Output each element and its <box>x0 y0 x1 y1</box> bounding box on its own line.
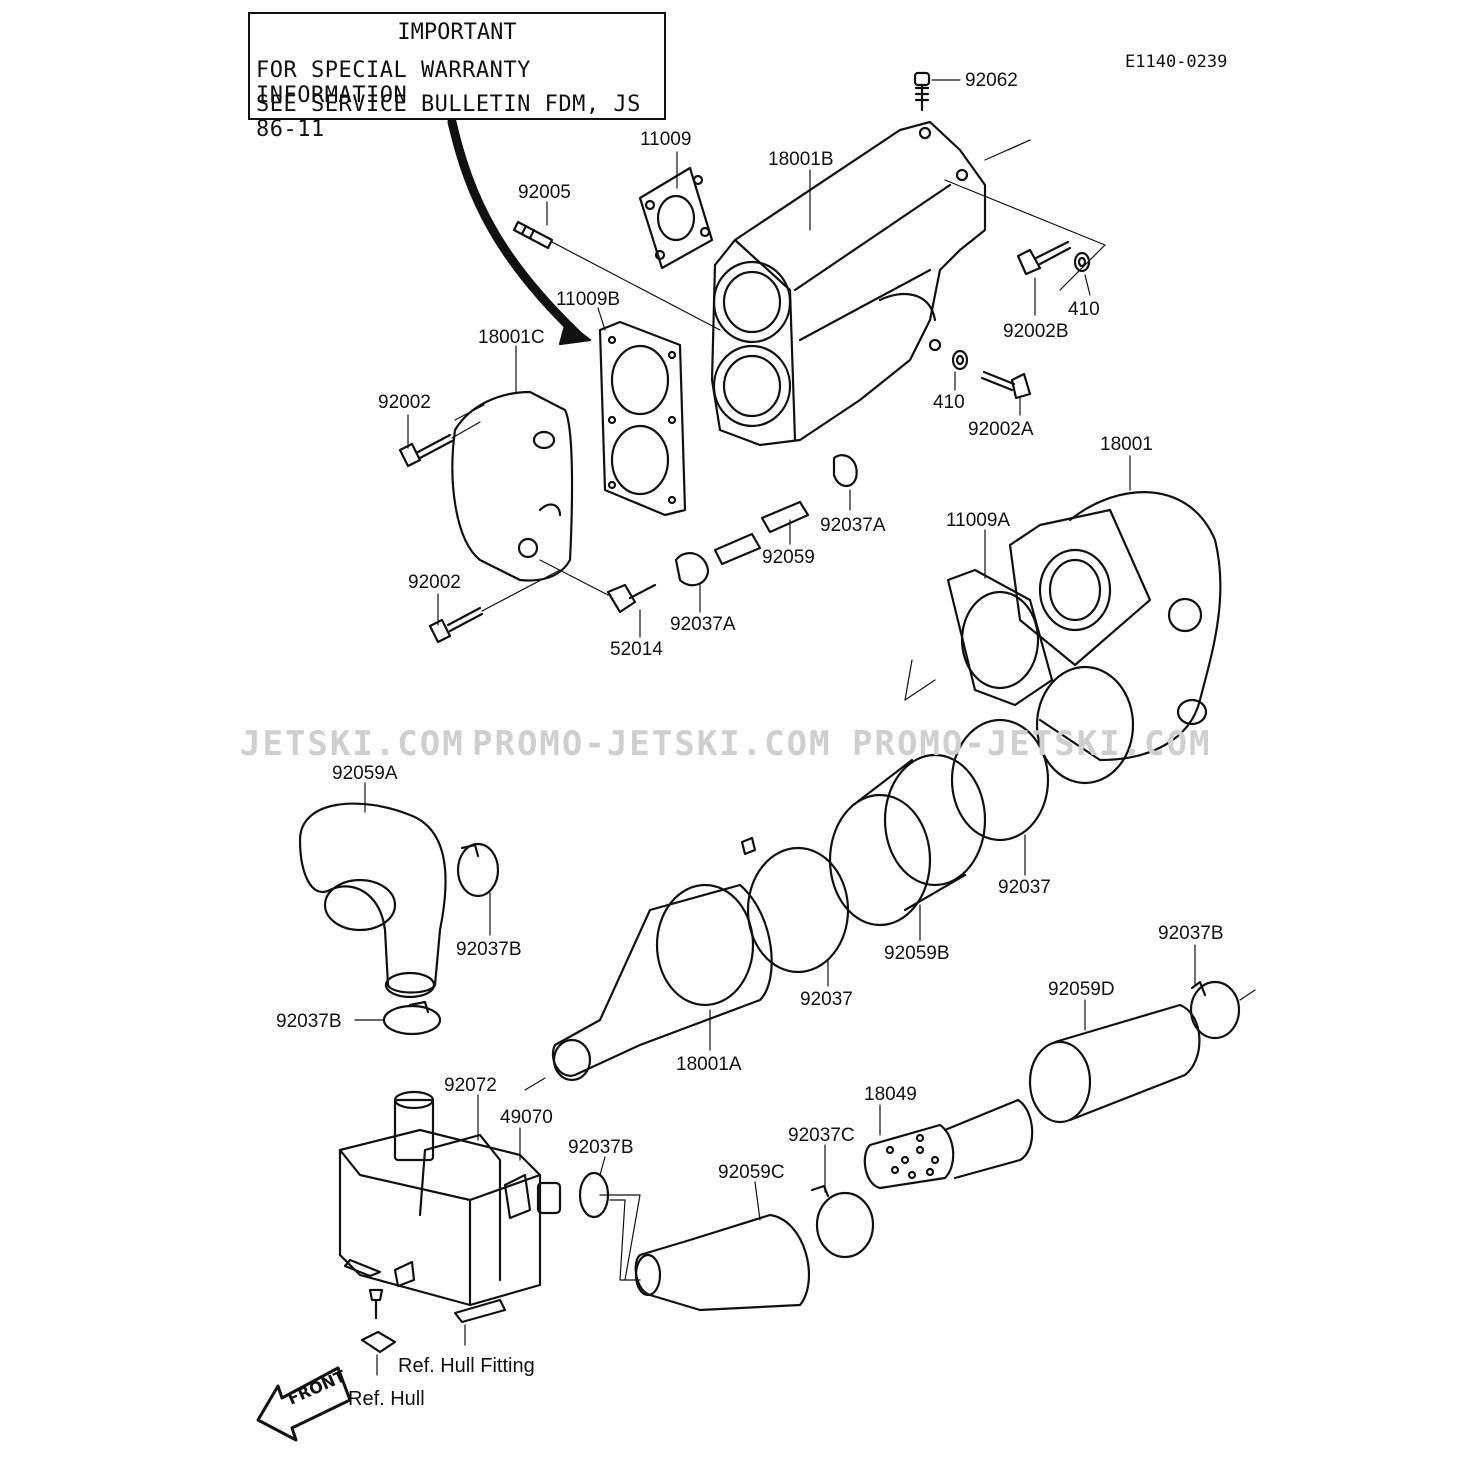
leader-lines <box>354 151 1196 1376</box>
label-11009B: 11009B <box>556 289 621 310</box>
part-92059B-coupler <box>828 753 987 927</box>
part-92002B-bolt <box>1016 240 1072 276</box>
label-92037A-low: 92037A <box>670 614 736 635</box>
label-92072: 92072 <box>444 1075 497 1096</box>
part-92072-49070-muffler <box>338 1090 562 1324</box>
part-18001B-manifold <box>710 120 1106 447</box>
label-92037B-low: 92037B <box>568 1137 634 1158</box>
part-92002-bolt-top <box>398 421 481 468</box>
label-92059B: 92059B <box>884 943 950 964</box>
part-11009-gasket <box>638 166 714 270</box>
label-92002B: 92002B <box>1003 321 1069 342</box>
label-11009: 11009 <box>640 129 692 150</box>
part-18001-chamber <box>1008 491 1222 785</box>
label-92037B-right: 92037B <box>1158 923 1224 944</box>
part-92059D-hose <box>1028 989 1256 1124</box>
part-92037-clamp-mid <box>740 836 850 974</box>
part-92059A-elbow <box>298 802 447 999</box>
diagram-code: E1140-0239 <box>1125 52 1228 72</box>
label-92005: 92005 <box>518 182 571 203</box>
label-92037B-mid: 92037B <box>456 939 522 960</box>
label-52014: 52014 <box>610 639 663 660</box>
label-92059D: 92059D <box>1048 979 1115 1000</box>
part-410-washer-low <box>951 349 969 371</box>
part-11009B-gasket <box>598 320 687 517</box>
warranty-notice: IMPORTANT FOR SPECIAL WARRANTY INFORMATI… <box>248 12 666 142</box>
part-92005-nipple <box>512 220 721 331</box>
label-92059: 92059 <box>762 547 815 568</box>
front-arrow <box>256 1366 352 1442</box>
label-92037-mid: 92037 <box>800 989 853 1010</box>
watermark-3: PROMO-JETSKI.COM <box>852 724 1212 764</box>
part-410-washer-right <box>1073 251 1091 273</box>
part-52014-elbow <box>539 559 657 614</box>
label-92059A: 92059A <box>332 763 398 784</box>
part-92037A-clamp-low <box>674 552 710 587</box>
label-11009A: 11009A <box>946 510 1011 531</box>
notice-line-1: FOR SPECIAL WARRANTY INFORMATION <box>256 58 531 108</box>
label-18001A: 18001A <box>676 1054 742 1075</box>
notice-line-2: SEE SERVICE BULLETIN FDM, JS 86-11 <box>256 92 641 142</box>
watermark-2: PROMO-JETSKI.COM <box>472 724 832 764</box>
label-18001C: 18001C <box>478 327 545 348</box>
part-18001C-cover <box>451 390 574 582</box>
label-92037A-top: 92037A <box>820 515 886 536</box>
part-92037B-clamp-right <box>1189 980 1241 1040</box>
label-92062: 92062 <box>965 70 1018 91</box>
part-92059C-hose <box>599 1194 810 1312</box>
part-92037B-clamp-left <box>382 1000 442 1036</box>
part-92037B-clamp-mid <box>456 842 500 898</box>
label-18001B: 18001B <box>768 149 834 170</box>
part-92037C-clamp <box>810 1184 875 1259</box>
watermark-1: JETSKI.COM <box>240 724 465 764</box>
label-49070: 49070 <box>500 1107 553 1128</box>
label-92037B-left: 92037B <box>276 1011 342 1032</box>
ref-hull-fitting: Ref. Hull Fitting <box>398 1355 535 1377</box>
label-92059C: 92059C <box>718 1162 785 1183</box>
label-410-right: 410 <box>1068 299 1100 320</box>
part-92037A-clamp-top <box>832 454 858 487</box>
notice-arrow <box>447 117 583 340</box>
notice-arrowhead <box>558 320 592 346</box>
part-92062-fitting <box>913 71 961 112</box>
part-92059-hose <box>713 500 810 566</box>
label-92037-right: 92037 <box>998 877 1051 898</box>
notice-title: IMPORTANT <box>397 20 517 45</box>
part-11009A-gasket <box>904 568 1054 707</box>
label-18049: 18049 <box>864 1084 917 1105</box>
part-92037-clamp-right <box>950 718 1050 842</box>
label-92002-top: 92002 <box>378 392 431 413</box>
part-18049-pipe <box>863 1098 1034 1190</box>
label-92037C: 92037C <box>788 1125 855 1146</box>
ref-hull: Ref. Hull <box>348 1388 425 1410</box>
label-18001: 18001 <box>1100 434 1153 455</box>
label-92002A: 92002A <box>968 419 1034 440</box>
label-410-low: 410 <box>933 392 965 413</box>
label-92002-bottom: 92002 <box>408 572 461 593</box>
hull-fitting-screw <box>360 1288 397 1354</box>
part-92002A-bolt <box>980 370 1032 400</box>
part-18001A-cone <box>524 883 773 1091</box>
